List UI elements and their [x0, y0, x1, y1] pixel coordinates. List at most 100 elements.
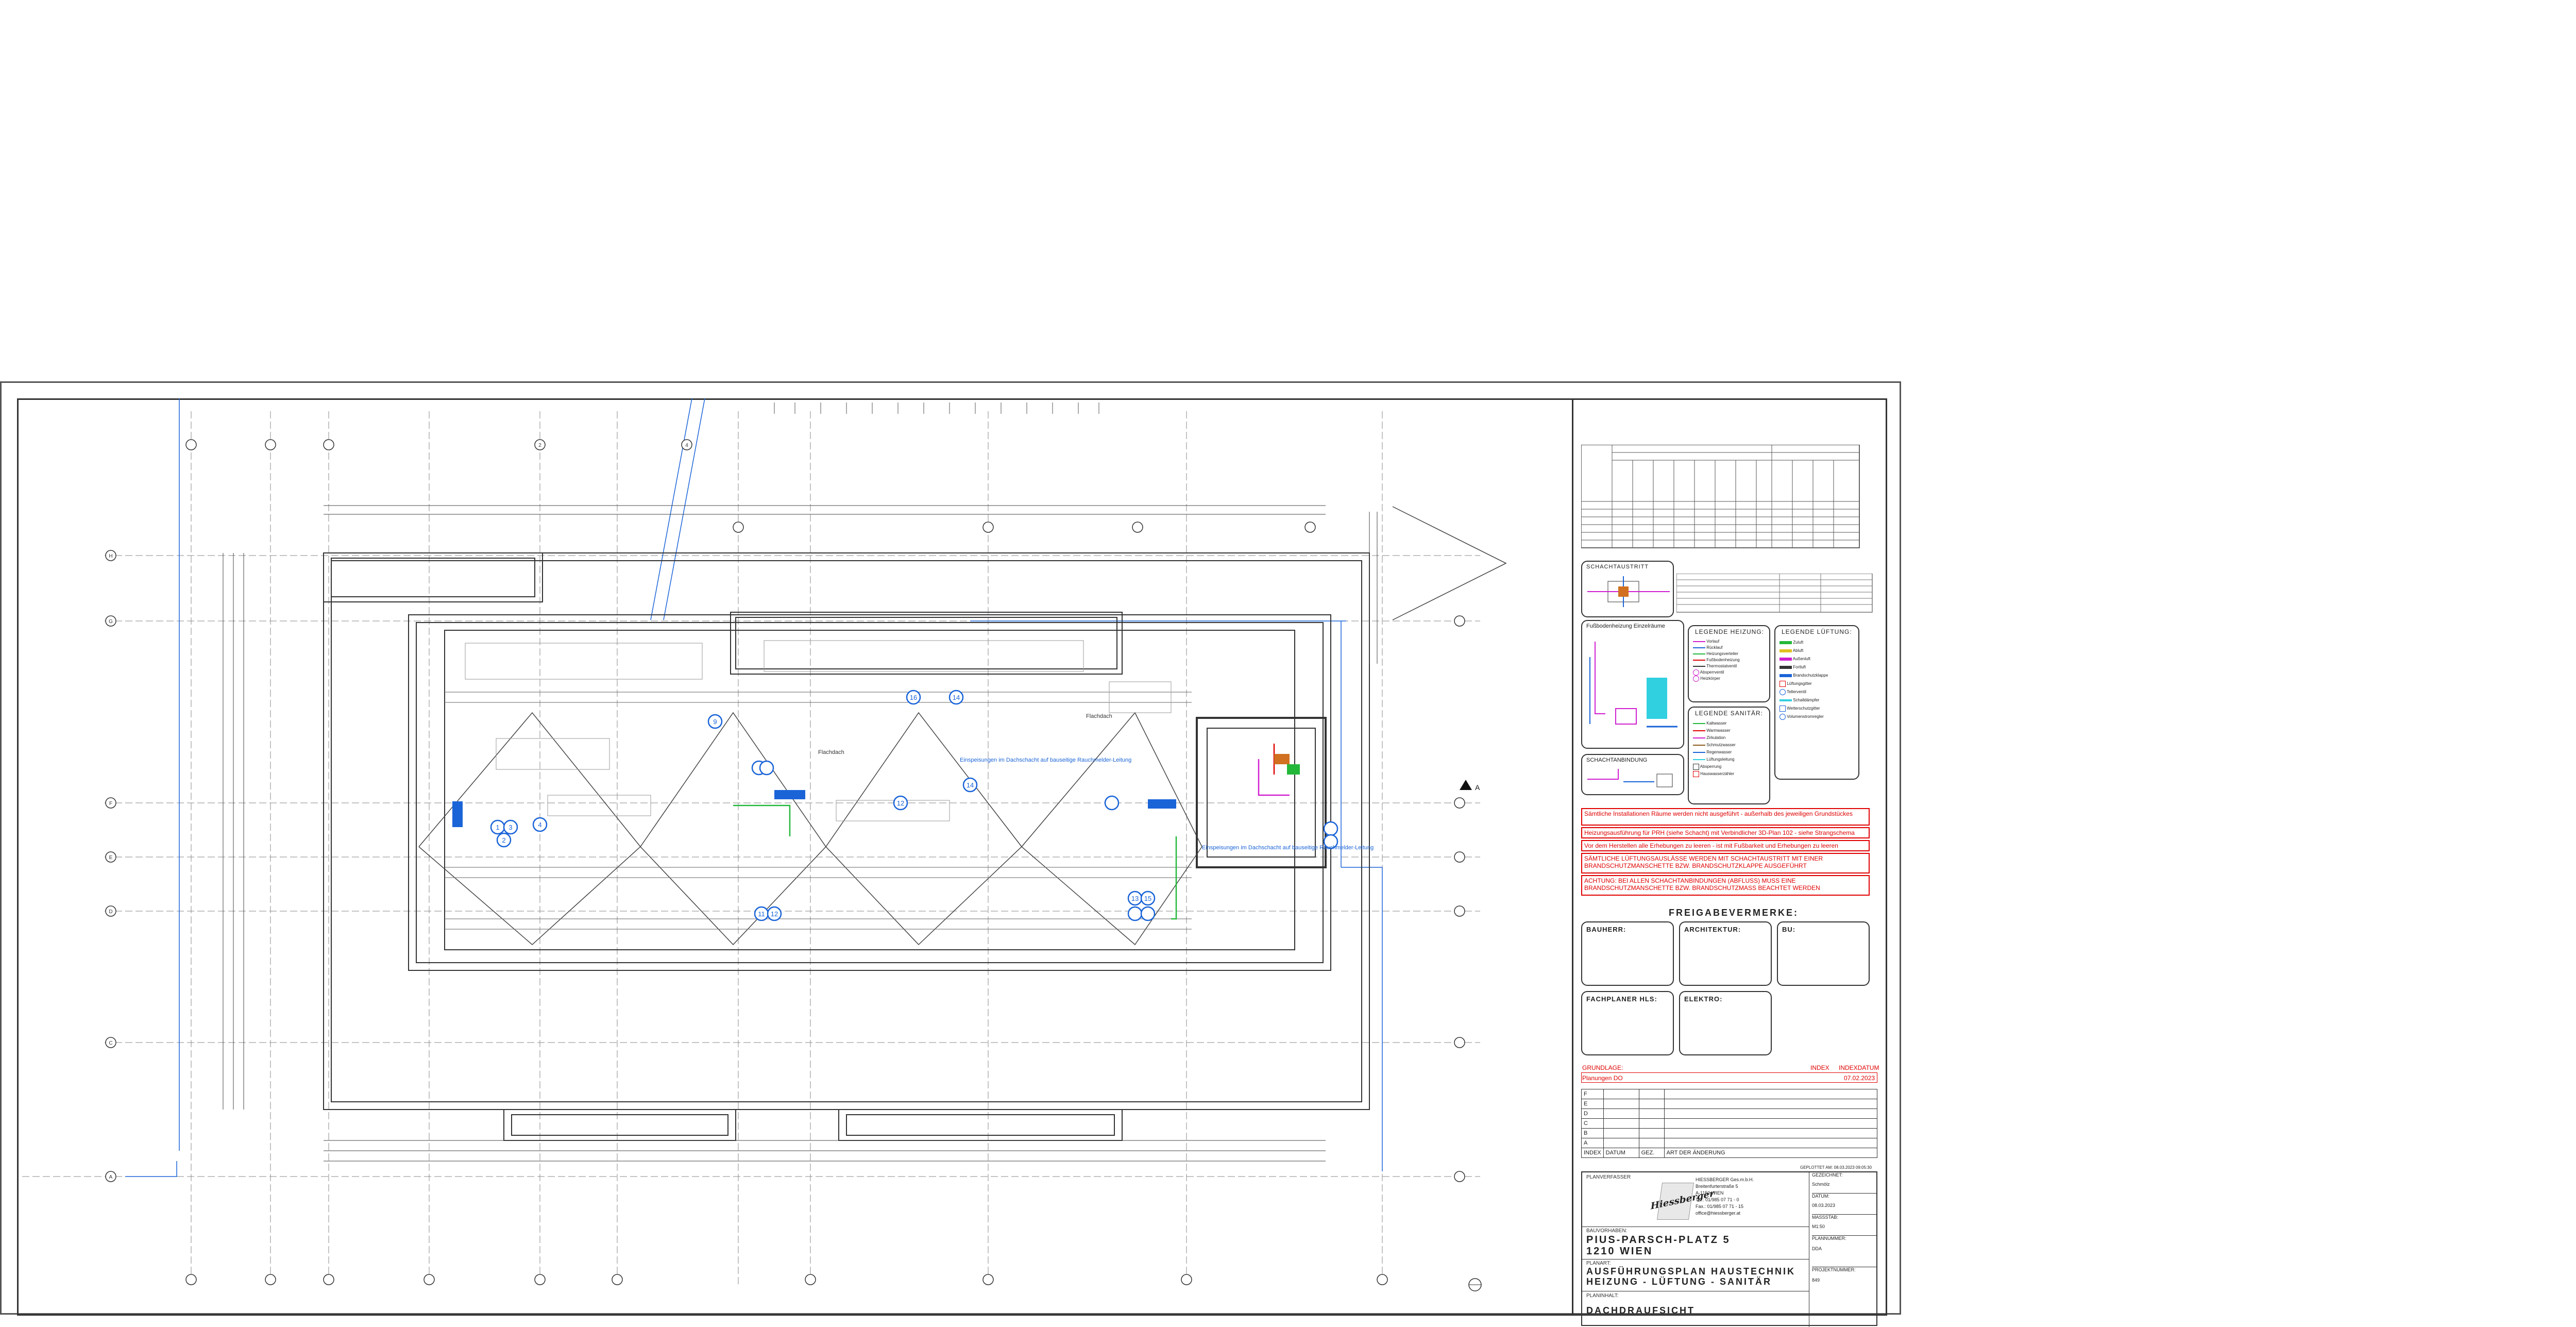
legend-item: Lüftungsgitter	[1780, 680, 1828, 688]
legend-item: Absperrventil	[1693, 669, 1740, 676]
planinhalt-value: DACHDRAUFSICHT	[1586, 1305, 1695, 1316]
legend-item: Zirkulation	[1693, 734, 1736, 742]
index-label: INDEX	[1810, 1064, 1829, 1071]
side-fields: GEZEICHNET:Schmölz DATUM:08.03.2023 MASS…	[1812, 1172, 1876, 1298]
circle-label: 4	[538, 821, 541, 829]
legend-item: Fußbodenheizung	[1693, 657, 1740, 663]
planart-line1: AUSFÜHRUNGSPLAN HAUSTECHNIK	[1586, 1266, 1796, 1276]
planinhalt-label: PLANINHALT:	[1586, 1293, 1619, 1299]
legend-item: Volumenstromregler	[1780, 713, 1828, 721]
grid-letter: A	[109, 1174, 113, 1180]
legend-item: Zuluft	[1780, 639, 1828, 647]
flachdach-label: Flachdach	[818, 749, 844, 755]
grid-letter: H	[109, 553, 112, 559]
schachtaustritt-title: SCHACHTAUSTRITT	[1586, 564, 1649, 570]
schachtanbindung-title: SCHACHTANBINDUNG	[1586, 757, 1648, 763]
company-logo: Hiessberger	[1650, 1183, 1715, 1220]
approval-bu: BU:	[1777, 921, 1870, 986]
planverfasser-label: PLANVERFASSER	[1586, 1174, 1631, 1180]
stamp-title: FREIGABEVERMERKE:	[1669, 908, 1799, 918]
legend-item: Außenluft	[1780, 655, 1828, 663]
legend-item: Kaltwasser	[1693, 720, 1736, 727]
company-name: HIESSBERGER Ges.m.b.H.	[1696, 1177, 1754, 1182]
schachtaustritt-box: SCHACHTAUSTRITT	[1581, 561, 1674, 617]
legend-item: Schmutzwasser	[1693, 742, 1736, 749]
circle-label: 16	[910, 694, 917, 701]
legend-item: Hauswasserzähler	[1693, 770, 1736, 778]
grid-letter: G	[109, 619, 113, 625]
grid-number: 2	[538, 443, 541, 448]
title-panel: SCHACHTAUSTRITT Fußbodenheizung Einzelrä…	[1572, 398, 1887, 1327]
circle-label: 14	[953, 694, 960, 701]
legend-item: Rücklauf	[1693, 645, 1740, 651]
company-street: Breitenfurterstraße 5	[1696, 1184, 1738, 1189]
planart-line2: HEIZUNG - LÜFTUNG - SANITÄR	[1586, 1276, 1772, 1287]
company-tel: Tel.: 01/985 07 71 - 0	[1696, 1197, 1739, 1202]
approval-architektur: ARCHITEKTUR:	[1679, 921, 1772, 986]
legend-lueftung: LEGENDE LÜFTUNG: Zuluft Abluft Außenluft…	[1774, 625, 1859, 780]
drawing-sheet: 9 16 14 12 14 1 3 2 4 11 12 13 15	[0, 381, 1901, 1327]
circle-label: 9	[713, 718, 717, 726]
circle-label: 2	[502, 836, 505, 844]
legend-sanitaer: LEGENDE SANITÄR: Kaltwasser Warmwasser Z…	[1688, 707, 1770, 804]
plan-value: Planungen DO	[1582, 1074, 1623, 1082]
title-block: PLANVERFASSER Hiessberger HIESSBERGER Ge…	[1581, 1171, 1877, 1327]
legend-item: Brandschutzklappe	[1780, 671, 1828, 680]
legend-item: Vorlauf	[1693, 639, 1740, 645]
circle-label: 12	[771, 910, 778, 918]
legend-item: Abluft	[1780, 647, 1828, 655]
schedule-table	[1581, 445, 1860, 548]
approval-fachplaner: FACHPLANER HLS:	[1581, 991, 1674, 1055]
company-city: A-1150 WIEN	[1696, 1190, 1724, 1196]
roof-plan: 9 16 14 12 14 1 3 2 4 11 12 13 15	[22, 398, 1507, 1291]
plot-timestamp: GEPLOTTET AM: 08.03.2023 09:05:30	[1800, 1165, 1872, 1170]
note-3: Vor dem Herstellen alle Erhebungen zu le…	[1581, 840, 1870, 851]
bauvorhaben-line2: 1210 WIEN	[1586, 1246, 1653, 1257]
flachdach-label: Flachdach	[1086, 713, 1112, 719]
fbh-title: Fußbodenheizung Einzelräume	[1586, 623, 1665, 629]
approval-elektro: ELEKTRO:	[1679, 991, 1772, 1055]
info-tables	[1676, 574, 1873, 613]
grundlage-label: GRUNDLAGE:	[1582, 1064, 1623, 1071]
bauvorhaben-line1: PIUS-PARSCH-PLATZ 5	[1586, 1234, 1731, 1246]
circle-label: 3	[509, 824, 512, 831]
grid-letter: D	[109, 909, 112, 915]
approval-bauherr: BAUHERR:	[1581, 921, 1674, 986]
circle-label: 11	[758, 910, 765, 918]
indexdatum-label: INDEXDATUM	[1839, 1064, 1879, 1071]
legend-item: Warmwasser	[1693, 727, 1736, 734]
note-1: Sämtliche Installationen Räume werden ni…	[1581, 808, 1870, 826]
legend-item: Wetterschutzgitter	[1780, 704, 1828, 713]
schachtanbindung-box: SCHACHTANBINDUNG	[1581, 754, 1684, 795]
company-mail: office@hiessberger.at	[1696, 1211, 1741, 1216]
legend-lueftung-title: LEGENDE LÜFTUNG:	[1782, 628, 1852, 635]
plan-date: 07.02.2023	[1844, 1074, 1875, 1082]
circle-label: 1	[496, 824, 499, 831]
legend-item: Fortluft	[1780, 663, 1828, 671]
grid-letter: C	[109, 1040, 112, 1046]
bauvorhaben-label: BAUVORHABEN:	[1586, 1228, 1628, 1234]
legend-heizung-title: LEGENDE HEIZUNG:	[1695, 628, 1765, 635]
grid-number: 4	[685, 443, 688, 448]
note-2: Heizungsausführung für PRH (siehe Schach…	[1581, 827, 1870, 838]
note-5: ACHTUNG: BEI ALLEN SCHACHTANBINDUNGEN (A…	[1581, 875, 1870, 896]
legend-item: Lüftungsleitung	[1693, 756, 1736, 763]
grundlage-row: GRUNDLAGE: INDEX INDEXDATUM Planungen DO…	[1581, 1063, 1879, 1084]
grid-letter: E	[109, 855, 113, 861]
legend-item: Regenwasser	[1693, 749, 1736, 756]
planart-label: PLANART:	[1586, 1261, 1611, 1266]
circle-label: 12	[897, 799, 904, 807]
legend-item: Thermostatventil	[1693, 663, 1740, 669]
circle-label: 14	[967, 781, 974, 789]
fbh-box: Fußbodenheizung Einzelräume	[1581, 620, 1684, 749]
legend-item: Heizungsverteiler	[1693, 651, 1740, 657]
legend-sanitaer-title: LEGENDE SANITÄR:	[1695, 710, 1764, 717]
legend-heizung: LEGENDE HEIZUNG: Vorlauf Rücklauf Heizun…	[1688, 625, 1770, 702]
circle-label: 15	[1144, 895, 1151, 902]
company-fax: Fax.: 01/985 07 71 - 15	[1696, 1204, 1744, 1209]
legend-item: Heizkörper	[1693, 676, 1740, 682]
section-mark: A	[1475, 783, 1480, 792]
circle-label: 13	[1131, 895, 1139, 902]
legend-item: Schalldämpfer	[1780, 696, 1828, 704]
